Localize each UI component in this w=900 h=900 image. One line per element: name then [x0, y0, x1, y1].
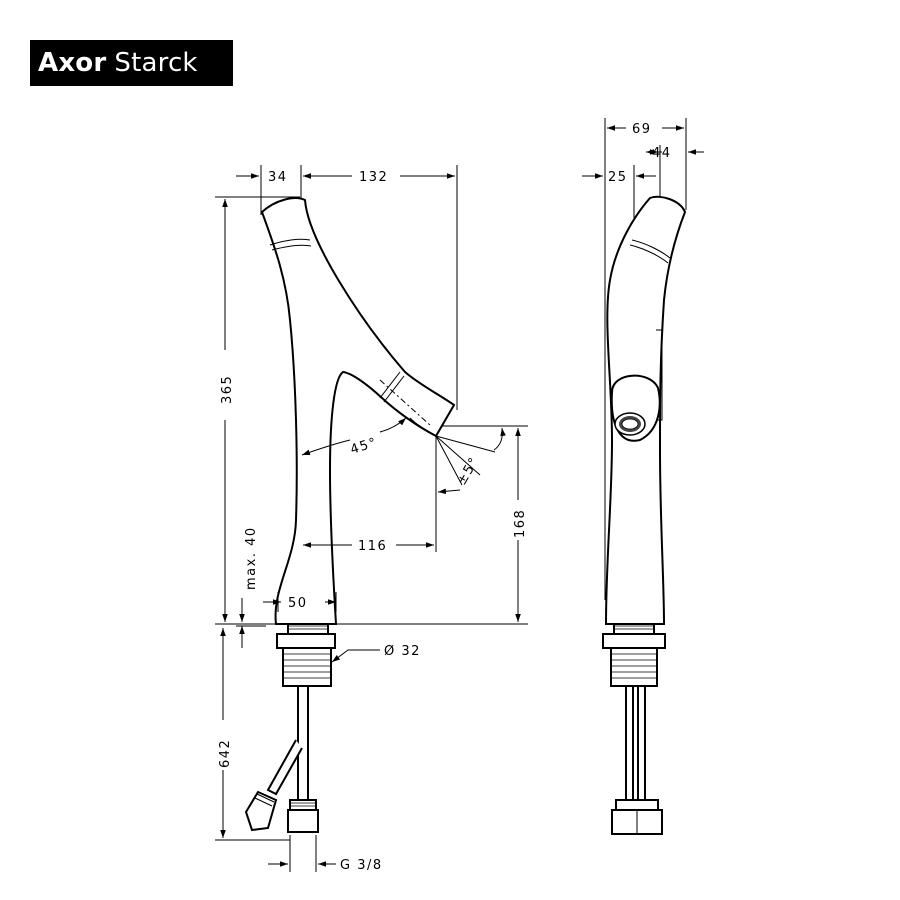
- front-view: [215, 165, 528, 833]
- dim-69: 69: [632, 122, 652, 137]
- brand-name-regular: Starck: [114, 48, 198, 78]
- dim-g-3-8: G 3/8: [340, 858, 383, 873]
- dim-45-deg: 45°: [349, 435, 380, 458]
- dim-44: 44: [652, 146, 672, 161]
- dim-34: 34: [268, 170, 288, 185]
- dim-max-40: max. 40: [244, 526, 259, 590]
- dim-365: 365: [220, 375, 235, 404]
- dim-diameter-32: Ø 32: [384, 644, 421, 659]
- dim-116: 116: [358, 539, 387, 554]
- dim-5-deg: ±5°: [454, 454, 482, 488]
- dim-132: 132: [359, 170, 388, 185]
- dim-642: 642: [218, 739, 233, 768]
- brand-logo: Axor Starck: [30, 40, 233, 86]
- dim-50: 50: [288, 596, 308, 611]
- side-dimensions: 69 44 25: [582, 122, 704, 185]
- faucet-body-front: [260, 197, 456, 625]
- side-view: [602, 118, 687, 835]
- brand-name-bold: Axor: [38, 48, 107, 78]
- dim-168: 168: [513, 509, 528, 538]
- front-dimensions: 34 132 365 45° ±5° 168 116 max. 40 50 Ø …: [215, 170, 528, 873]
- dim-25: 25: [608, 170, 628, 185]
